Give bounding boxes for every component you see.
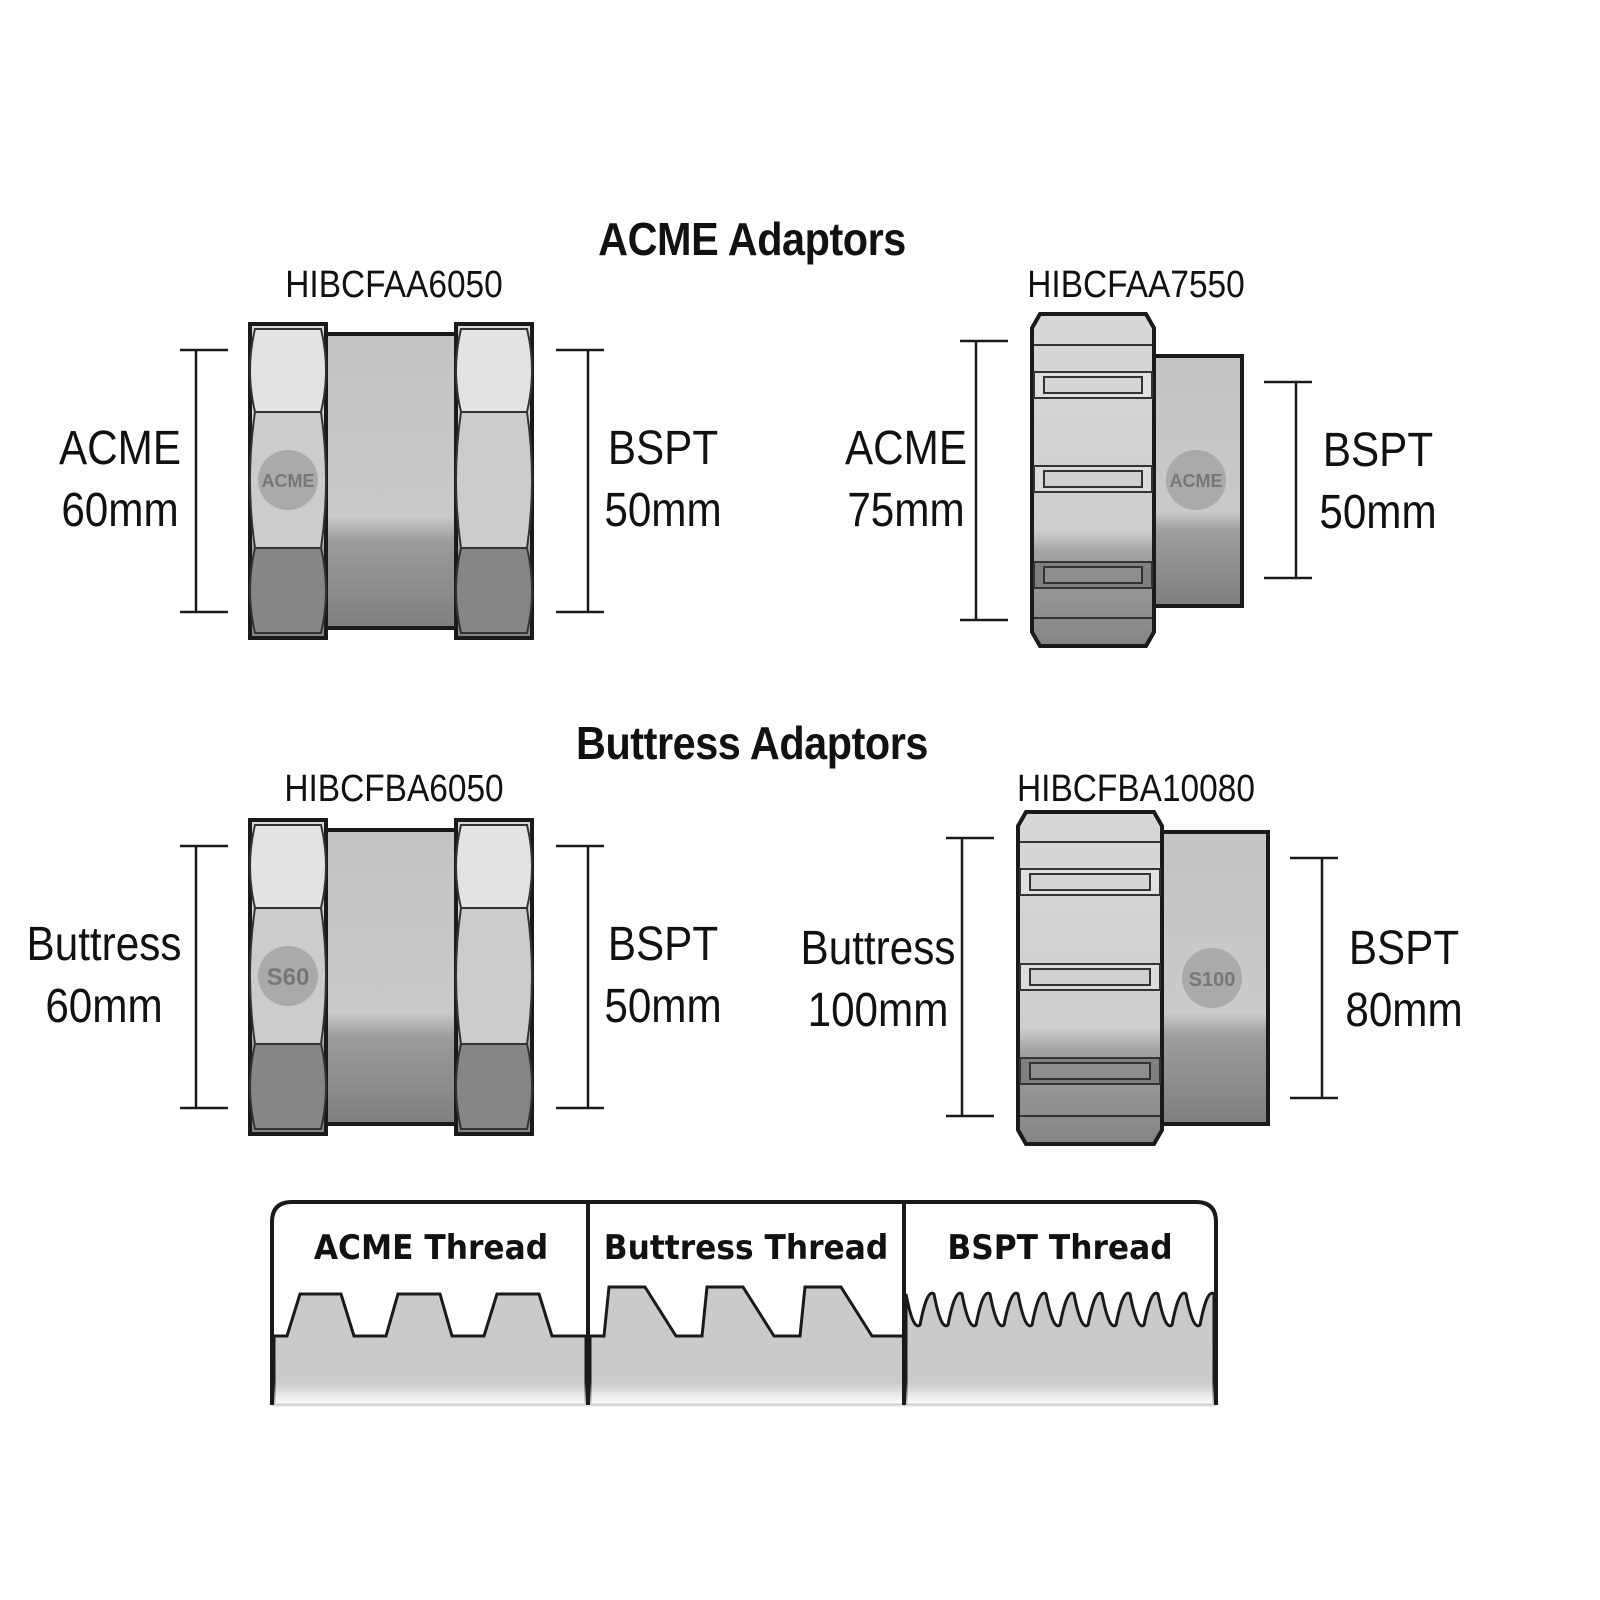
adaptor-hibcfaa7550-drawing: ACME: [960, 312, 1312, 648]
thread-type-label: BSPT: [607, 918, 719, 971]
thread-badge-label: S100: [1189, 969, 1236, 991]
thread-size-label: 100mm: [807, 984, 949, 1037]
buttress-thread-title: Buttress Thread: [603, 1228, 889, 1268]
right-thread-dimension: BSPT 50mm: [604, 418, 721, 542]
left-dimension-bracket: [180, 844, 228, 1110]
thread-panel-frame: [270, 1200, 1218, 1405]
acme-adaptors-heading: ACME Adaptors: [598, 213, 906, 265]
thread-type-label: BSPT: [1322, 424, 1434, 477]
right-dimension-bracket: [1264, 380, 1312, 580]
thread-size-label: 50mm: [604, 484, 722, 537]
thread-badge-icon: [1182, 948, 1242, 1008]
right-hex-nut: [454, 322, 534, 640]
thread-badge-label: ACME: [262, 471, 315, 491]
left-dimension-bracket: [180, 348, 228, 614]
thread-size-label: 80mm: [1345, 984, 1463, 1037]
right-hex-nut: [454, 818, 534, 1136]
left-thread-dimension: ACME 60mm: [59, 418, 181, 542]
right-thread-dimension: BSPT 50mm: [1319, 420, 1436, 544]
thread-type-label: Buttress: [800, 922, 956, 975]
left-thread-dimension: Buttress 60mm: [27, 914, 182, 1038]
lug-ribs: [1033, 371, 1153, 589]
left-dimension-bracket: [960, 339, 1008, 622]
thread-badge-icon: [258, 946, 318, 1006]
thread-badge-icon: [258, 450, 318, 510]
thread-size-label: 60mm: [45, 980, 163, 1033]
right-dimension-bracket: [556, 348, 604, 614]
thread-comparison-panel: [0, 1200, 1600, 1410]
left-thread-dimension: Buttress 100mm: [801, 918, 956, 1042]
part-code: HIBCFAA6050: [285, 264, 503, 306]
adaptor-hibcfba6050-drawing: S60: [180, 818, 604, 1136]
left-dimension-bracket: [946, 836, 994, 1118]
thread-size-label: 50mm: [1319, 486, 1437, 539]
thread-type-label: BSPT: [607, 422, 719, 475]
right-thread-dimension: BSPT 50mm: [604, 914, 721, 1038]
part-code: HIBCFBA10080: [1017, 768, 1255, 810]
right-dimension-bracket: [1290, 856, 1338, 1100]
part-code: HIBCFAA7550: [1027, 264, 1245, 306]
thread-size-label: 60mm: [61, 484, 179, 537]
buttress-adaptors-heading: Buttress Adaptors: [576, 717, 928, 769]
thread-type-label: ACME: [844, 422, 968, 475]
thread-badge-label: ACME: [1170, 471, 1223, 491]
adaptor-hibcfba10080-drawing: S100: [946, 810, 1338, 1146]
bspt-thread-title: BSPT Thread: [947, 1228, 1173, 1268]
right-thread-dimension: BSPT 80mm: [1345, 918, 1462, 1042]
thread-size-label: 75mm: [847, 484, 965, 537]
acme-thread-title: ACME Thread: [313, 1228, 549, 1268]
lug-ribs: [1019, 868, 1161, 1085]
left-thread-dimension: ACME 75mm: [845, 418, 967, 542]
bspt-thread-profile: [904, 1291, 1216, 1407]
thread-size-label: 50mm: [604, 980, 722, 1033]
thread-type-label: BSPT: [1348, 922, 1460, 975]
thread-type-label: ACME: [58, 422, 182, 475]
right-dimension-bracket: [556, 844, 604, 1110]
thread-badge-icon: [1166, 450, 1226, 510]
part-code: HIBCFBA6050: [284, 768, 504, 810]
adaptor-hibcfaa6050-drawing: ACME: [180, 322, 604, 640]
thread-type-label: Buttress: [26, 918, 182, 971]
thread-badge-label: S60: [267, 964, 310, 991]
